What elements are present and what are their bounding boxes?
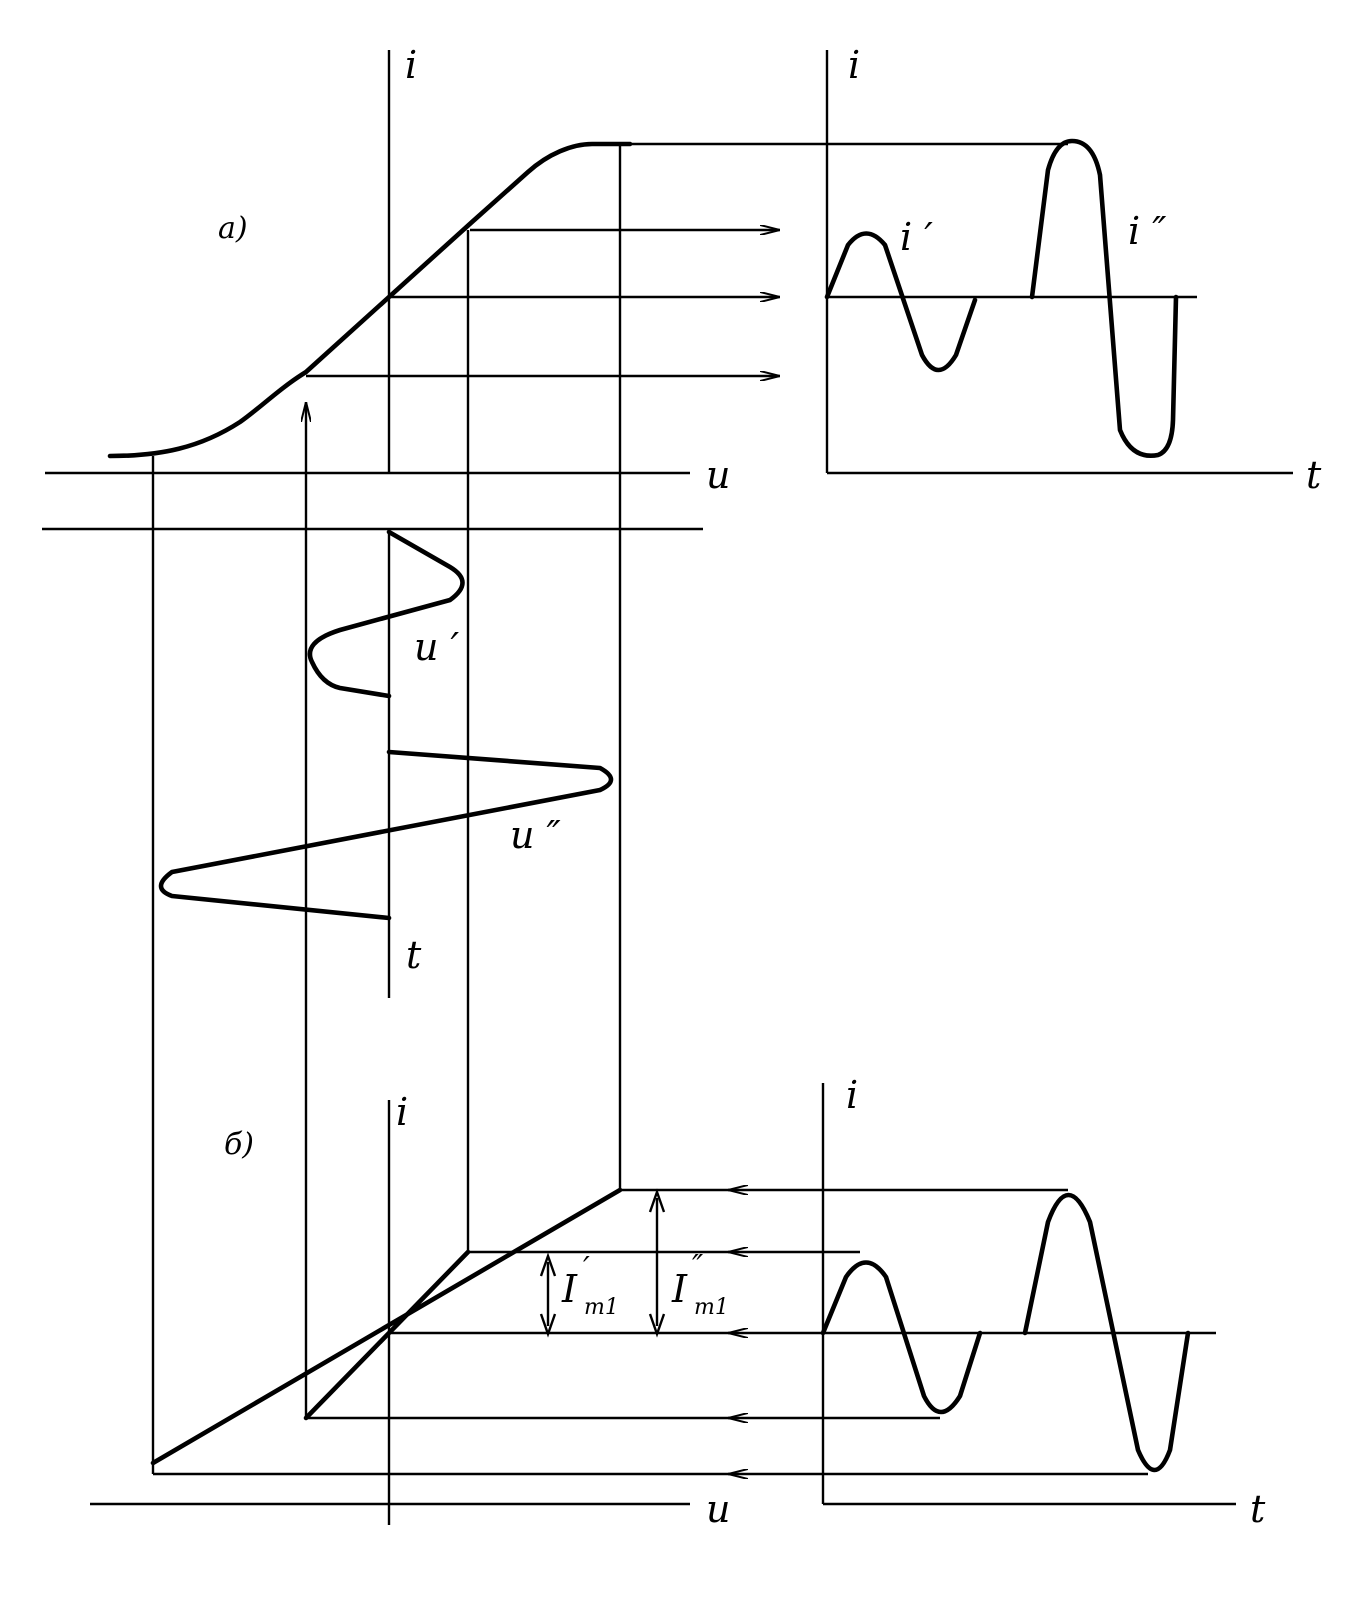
middle-t-axis-label: t — [406, 933, 422, 977]
i-prime-label: i ′ — [900, 215, 933, 259]
svg-text:I: I — [671, 1267, 688, 1311]
linear-characteristic-small-swing — [303, 1249, 471, 1421]
amplitude-label-i-prime: I ′ m1 — [561, 1251, 619, 1320]
i-double-prime-label: i ″ — [1128, 209, 1166, 253]
u-prime-wave — [307, 529, 465, 699]
panel-a-u-axis-label: u — [706, 453, 730, 497]
amplitude-label-i-double-prime: I ″ m1 — [671, 1249, 729, 1320]
panel-b-t-axis-label: t — [1250, 1487, 1266, 1531]
panel-b-u-axis-label: u — [706, 1487, 730, 1531]
u-prime-label: u ′ — [414, 625, 460, 669]
panel-b-i-prime-wave — [820, 1260, 983, 1415]
i-prime-wave — [824, 231, 978, 373]
panel-a-i-axis-label: i — [405, 43, 417, 87]
amplitude-arrowheads-i-double-prime — [648, 1188, 666, 1338]
svg-text:m1: m1 — [694, 1295, 729, 1320]
nonlinear-characteristic-curve — [107, 141, 633, 459]
svg-text:′: ′ — [583, 1251, 590, 1286]
panel-b-i-axis-label: i — [396, 1090, 408, 1134]
panel-b: б) i i u t I ′ m1 I ″ m1 — [90, 1073, 1266, 1531]
panel-a: а) i i u t i ′ i ″ — [45, 43, 1322, 497]
panel-b-time-i-axis-label: i — [846, 1073, 858, 1117]
panel-a-t-axis-label: t — [1306, 453, 1322, 497]
svg-text:m1: m1 — [584, 1295, 619, 1320]
i-double-prime-wave — [1029, 138, 1179, 458]
amplitude-arrowheads-i-prime — [539, 1252, 557, 1338]
u-double-prime-wave — [158, 749, 614, 921]
svg-text:″: ″ — [692, 1249, 704, 1284]
svg-text:I: I — [561, 1267, 578, 1311]
panel-a-label: а) — [218, 211, 248, 246]
u-double-prime-label: u ″ — [510, 813, 561, 857]
panel-a-time-i-axis-label: i — [848, 43, 860, 87]
linear-characteristic-large-swing — [150, 1187, 623, 1466]
input-voltage-panel: u ′ u ″ t — [42, 144, 703, 1474]
panel-b-i-double-prime-wave — [1022, 1192, 1191, 1473]
panel-b-label: б) — [224, 1127, 254, 1162]
